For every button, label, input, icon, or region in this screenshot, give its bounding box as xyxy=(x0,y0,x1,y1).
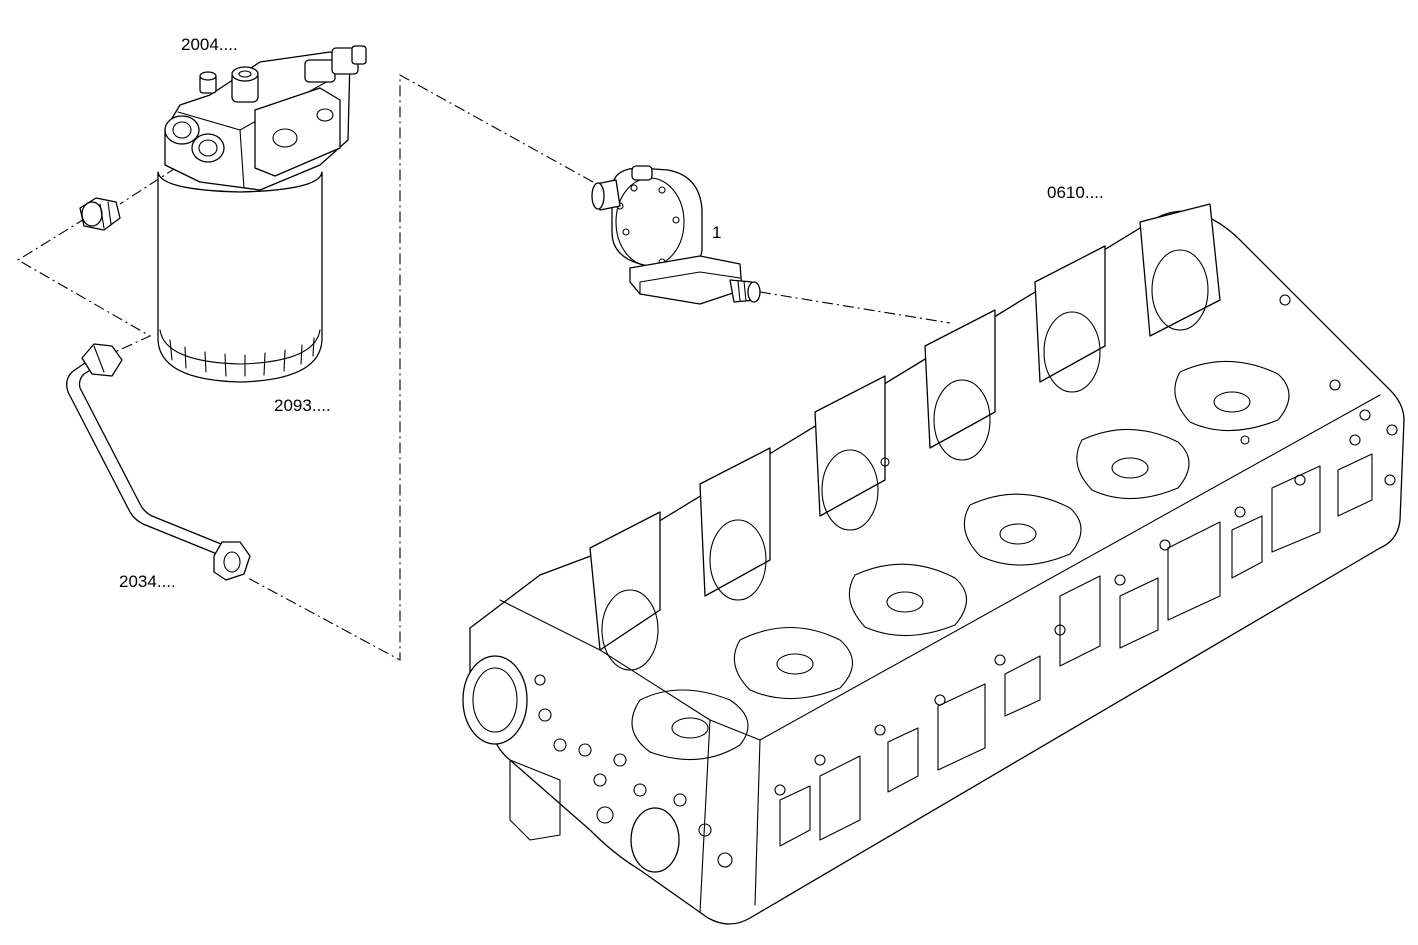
filter-top-fittings xyxy=(199,45,367,103)
bolt-holes xyxy=(774,294,1398,796)
fuel-pipe xyxy=(66,343,251,581)
pump-unit xyxy=(591,165,761,305)
valve-bores xyxy=(589,203,1221,671)
filter-ribs xyxy=(169,337,315,377)
small-union-fitting xyxy=(79,197,121,231)
pipe-lower-nut xyxy=(213,541,251,581)
front-end-bores xyxy=(462,655,733,873)
cylinder-head xyxy=(462,203,1405,925)
filter-mount-flange xyxy=(254,87,341,177)
leader-fitting-to-filter xyxy=(119,155,195,205)
callout-pump: 1 xyxy=(712,223,721,242)
pump-housing xyxy=(611,167,703,273)
filter-ports xyxy=(164,115,225,163)
callout-fuel-pipe: 2034.... xyxy=(119,572,176,591)
pipe-upper-nut xyxy=(81,343,123,377)
leader-pump-to-pipe xyxy=(247,74,594,661)
filter-cartridge-body xyxy=(157,171,323,383)
leader-pump-to-head xyxy=(759,291,951,324)
callout-filter-cartridge: 2093.... xyxy=(274,396,331,415)
leader-fitting-to-pipe xyxy=(16,217,152,353)
injector-ports xyxy=(631,360,1290,761)
pump-outlet-block xyxy=(629,255,743,305)
callout-filter-head: 2004.... xyxy=(181,35,238,54)
callout-cylinder-head: 0610.... xyxy=(1047,183,1104,202)
fuel-filter-assembly xyxy=(157,45,367,383)
callout-labels: 2004.... 1 0610.... 2093.... 2034.... xyxy=(119,35,1104,591)
side-ports xyxy=(779,453,1373,847)
leader-lines xyxy=(16,74,951,661)
